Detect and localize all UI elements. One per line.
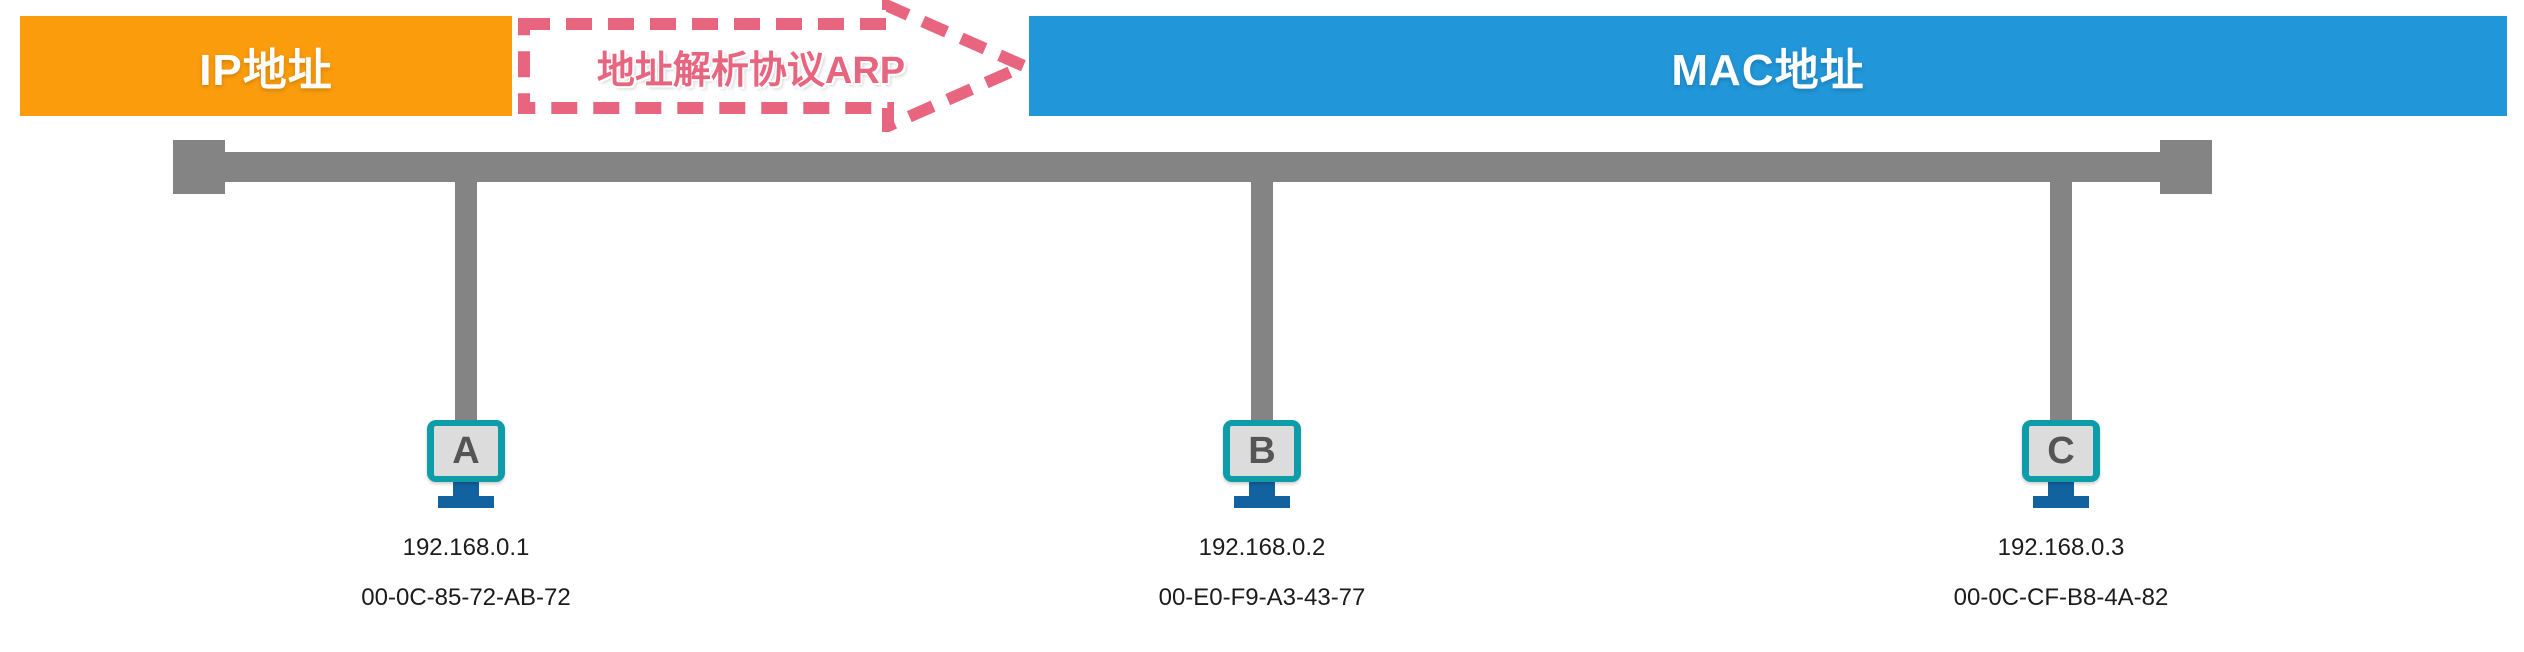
monitor-screen-letter-a: A <box>434 426 498 476</box>
host-a-labels: 192.168.0.1 00-0C-85-72-AB-72 <box>336 530 596 616</box>
monitor-stand-base-a <box>438 496 494 508</box>
monitor-stand-base-c <box>2033 496 2089 508</box>
host-b-mac-address: 00-E0-F9-A3-43-77 <box>1158 584 1366 611</box>
host-b-ip-address: 192.168.0.2 <box>1198 534 1326 561</box>
host-c-labels: 192.168.0.3 00-0C-CF-B8-4A-82 <box>1931 530 2191 616</box>
monitor-icon-c: C <box>2022 420 2100 482</box>
host-a-mac-address: 00-0C-85-72-AB-72 <box>361 584 571 611</box>
host-a: A 192.168.0.1 00-0C-85-72-AB-72 <box>336 420 596 616</box>
drop-line-host-a <box>455 172 477 424</box>
ip-address-box: IP地址 <box>20 16 512 116</box>
monitor-stand-neck-c <box>2048 482 2074 496</box>
drop-line-host-b <box>1251 172 1273 424</box>
host-b: B 192.168.0.2 00-E0-F9-A3-43-77 <box>1132 420 1392 616</box>
monitor-stand-base-b <box>1234 496 1290 508</box>
monitor-icon-a: A <box>427 420 505 482</box>
arp-arrow <box>516 0 1036 132</box>
ip-address-label: IP地址 <box>199 46 333 95</box>
monitor-icon-b: B <box>1223 420 1301 482</box>
monitor-stand-neck-a <box>453 482 479 496</box>
host-a-ip-address: 192.168.0.1 <box>402 534 530 561</box>
host-c-ip-address: 192.168.0.3 <box>1997 534 2125 561</box>
host-c: C 192.168.0.3 00-0C-CF-B8-4A-82 <box>1931 420 2191 616</box>
drop-line-host-c <box>2050 172 2072 424</box>
monitor-screen-letter-c: C <box>2029 426 2093 476</box>
host-b-labels: 192.168.0.2 00-E0-F9-A3-43-77 <box>1132 530 1392 616</box>
mac-address-box: MAC地址 <box>1029 16 2507 116</box>
monitor-screen-letter-b: B <box>1230 426 1294 476</box>
monitor-stand-neck-b <box>1249 482 1275 496</box>
host-c-mac-address: 00-0C-CF-B8-4A-82 <box>1953 584 2169 611</box>
network-bus-backbone <box>205 152 2210 182</box>
arp-arrow-shape <box>518 0 1036 132</box>
mac-address-label: MAC地址 <box>1671 46 1865 95</box>
bus-terminator-right <box>2160 140 2212 194</box>
